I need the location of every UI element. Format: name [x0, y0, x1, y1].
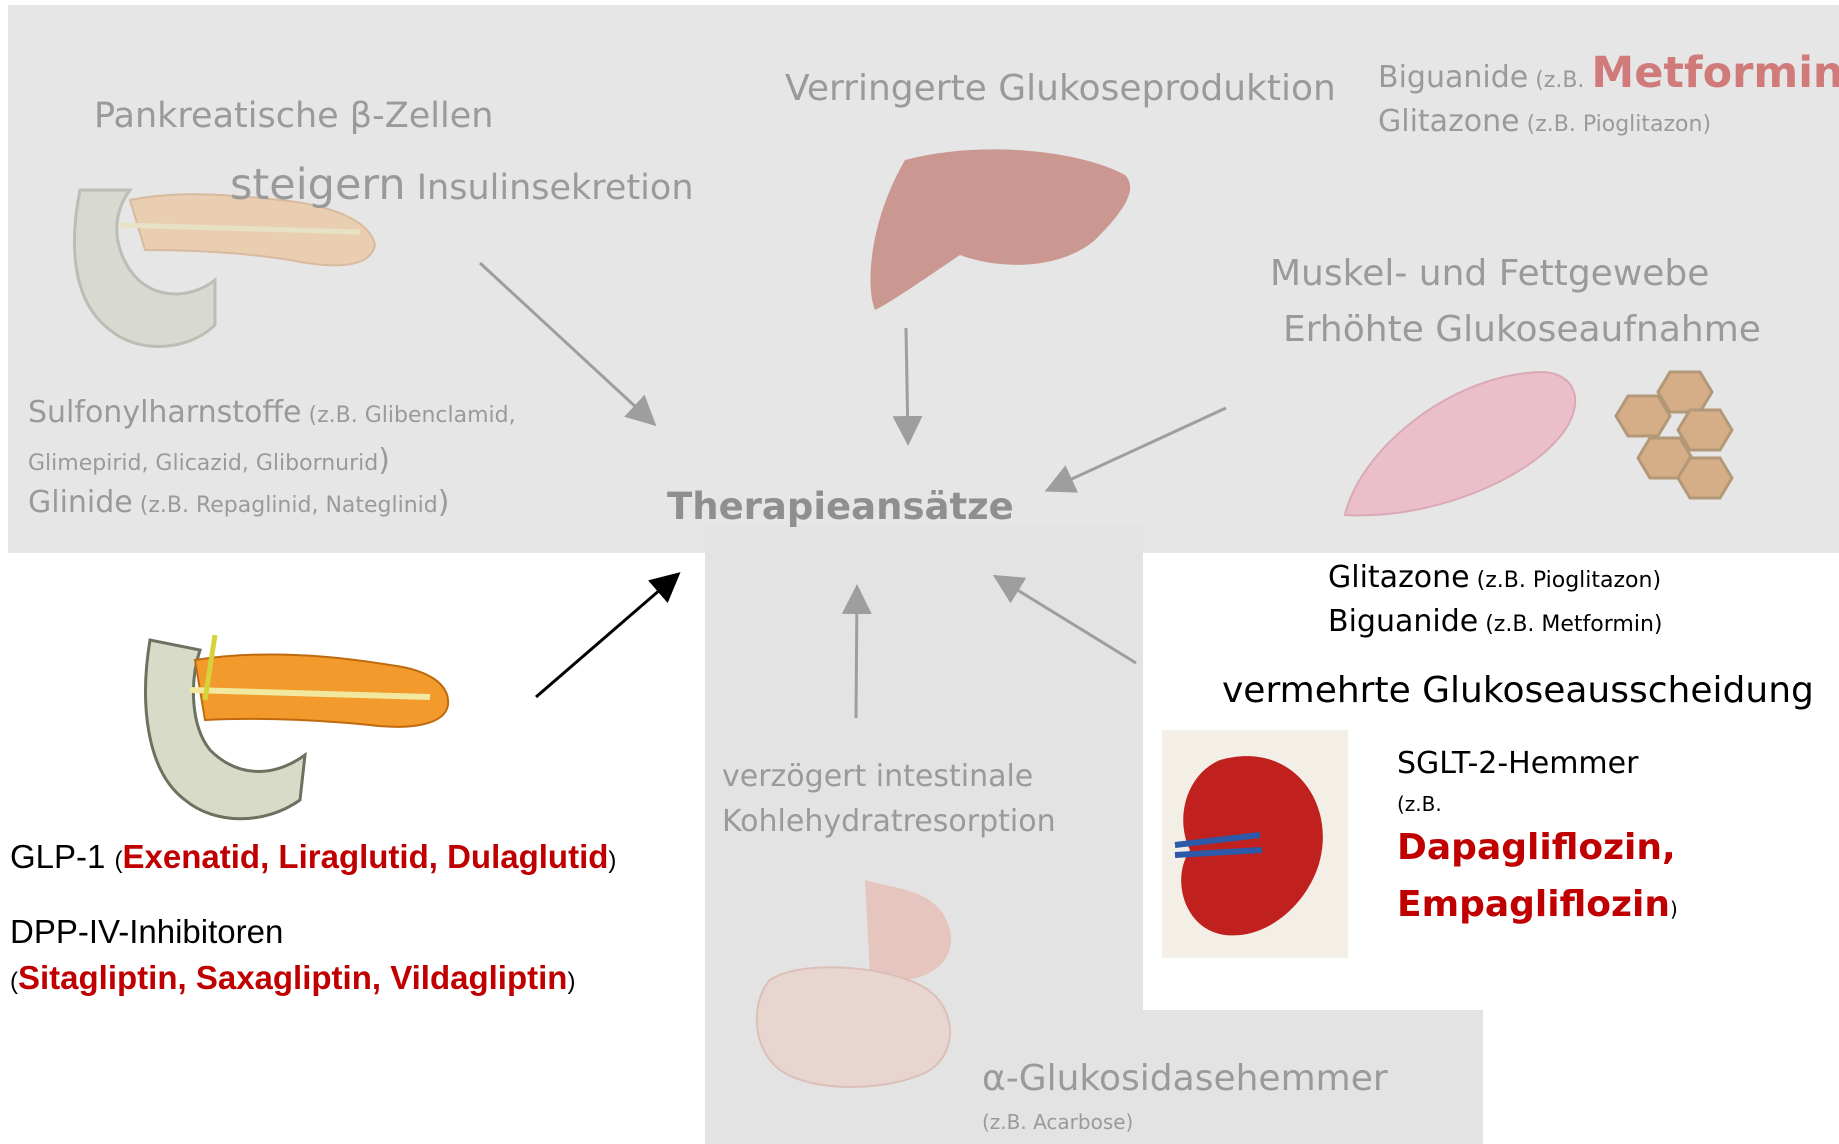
arrow-kidney-to-therapy [998, 578, 1136, 663]
dpp4-close: ) [567, 968, 575, 995]
glinide-line: Glinide (z.B. Repaglinid, Nateglinid) [28, 485, 449, 520]
sulfonylurea-line2: Glimepirid, Glicazid, Glibornurid) [28, 443, 390, 478]
glp1-close: ) [608, 847, 616, 874]
glinide-eg: (z.B. Repaglinid, Nateglinid [133, 493, 438, 518]
glitazone-mid-eg: (z.B. Pioglitazon) [1470, 568, 1661, 593]
pancreas-faded-image [74, 190, 375, 346]
insulin-secretion-text: Insulinsekretion [406, 168, 694, 208]
dpp4-drugs-line: (Sitagliptin, Saxagliptin, Vildagliptin) [10, 959, 575, 997]
glp1-label: GLP-1 [10, 838, 115, 875]
glucose-excretion-label: vermehrte Glukoseausscheidung [1222, 670, 1814, 711]
steigern-word: steigern [230, 160, 406, 210]
pancreas-beta-cells-label: Pankreatische β-Zellen [94, 96, 493, 136]
sulfonylurea-label: Sulfonylharnstoffe [28, 395, 302, 430]
liver-image [870, 149, 1130, 310]
arrow-liver-to-therapy [906, 328, 908, 440]
glp1-drugs: Exenatid, Liraglutid, Dulaglutid [123, 838, 609, 875]
arrow-incretin-to-therapy [536, 576, 676, 697]
dpp4-drugs: Sitagliptin, Saxagliptin, Vildagliptin [18, 959, 567, 996]
empagliflozin-line: Empagliflozin) [1397, 884, 1678, 925]
dpp4-open: ( [10, 968, 18, 995]
carbohydrate-resorption-label: Kohlehydratresorption [722, 804, 1056, 839]
glinide-close: ) [438, 485, 450, 520]
kidney-image [1162, 730, 1348, 958]
pancreas-image [146, 635, 449, 819]
glucose-uptake-label: Erhöhte Glukoseaufnahme [1283, 309, 1761, 350]
sglt2-eg: (z.B. [1397, 792, 1442, 816]
muscle-fat-label: Muskel- und Fettgewebe [1270, 253, 1709, 294]
arrow-muscle-to-therapy [1050, 408, 1226, 489]
sglt2-label: SGLT-2-Hemmer [1397, 746, 1638, 781]
dapagliflozin-label: Dapagliflozin, [1397, 827, 1676, 868]
sulfonylurea-line: Sulfonylharnstoffe (z.B. Glibenclamid, [28, 395, 516, 430]
glitazone-top-eg: (z.B. Pioglitazon) [1520, 112, 1711, 137]
biguanide-top-label: Biguanide [1378, 60, 1528, 95]
empagliflozin-close: ) [1670, 897, 1678, 921]
sulfonylurea-close: ) [378, 443, 390, 478]
glitazone-mid-line: Glitazone (z.B. Pioglitazon) [1328, 560, 1661, 595]
glitazone-top-line: Glitazone (z.B. Pioglitazon) [1378, 104, 1711, 139]
dpp4-label: DPP-IV-Inhibitoren [10, 913, 283, 951]
sulfonylurea-eg2: Glimepirid, Glicazid, Glibornurid [28, 451, 378, 476]
acarbose-eg: (z.B. Acarbose) [982, 1110, 1133, 1134]
biguanide-mid-line: Biguanide (z.B. Metformin) [1328, 604, 1663, 639]
glucosidase-label: α-Glukosidasehemmer [982, 1058, 1388, 1099]
fat-cells-image [1616, 372, 1732, 498]
biguanide-mid-label: Biguanide [1328, 604, 1478, 639]
muscle-image [1345, 372, 1575, 515]
biguanide-top-line: Biguanide (z.B. Metformin) [1378, 48, 1839, 98]
arrow-intestine-to-therapy [856, 590, 857, 718]
biguanide-mid-eg: (z.B. Metformin) [1478, 612, 1662, 637]
insulin-secretion-label: steigern Insulinsekretion [230, 160, 694, 210]
liver-label: Verringerte Glukoseproduktion [785, 68, 1336, 109]
sulfonylurea-eg1: (z.B. Glibenclamid, [302, 403, 516, 428]
metformin-top-drug: Metformin [1591, 48, 1839, 98]
therapy-title: Therapieansätze [667, 485, 1014, 528]
glp1-open: ( [115, 847, 123, 874]
glitazone-mid-label: Glitazone [1328, 560, 1470, 595]
glp1-line: GLP-1 (Exenatid, Liraglutid, Dulaglutid) [10, 838, 616, 876]
glitazone-top-label: Glitazone [1378, 104, 1520, 139]
glinide-label: Glinide [28, 485, 133, 520]
biguanide-top-eg: (z.B. [1528, 68, 1591, 93]
intestinal-label: verzögert intestinale [722, 759, 1033, 794]
empagliflozin-label: Empagliflozin [1397, 884, 1670, 925]
intestine-image [757, 880, 951, 1087]
